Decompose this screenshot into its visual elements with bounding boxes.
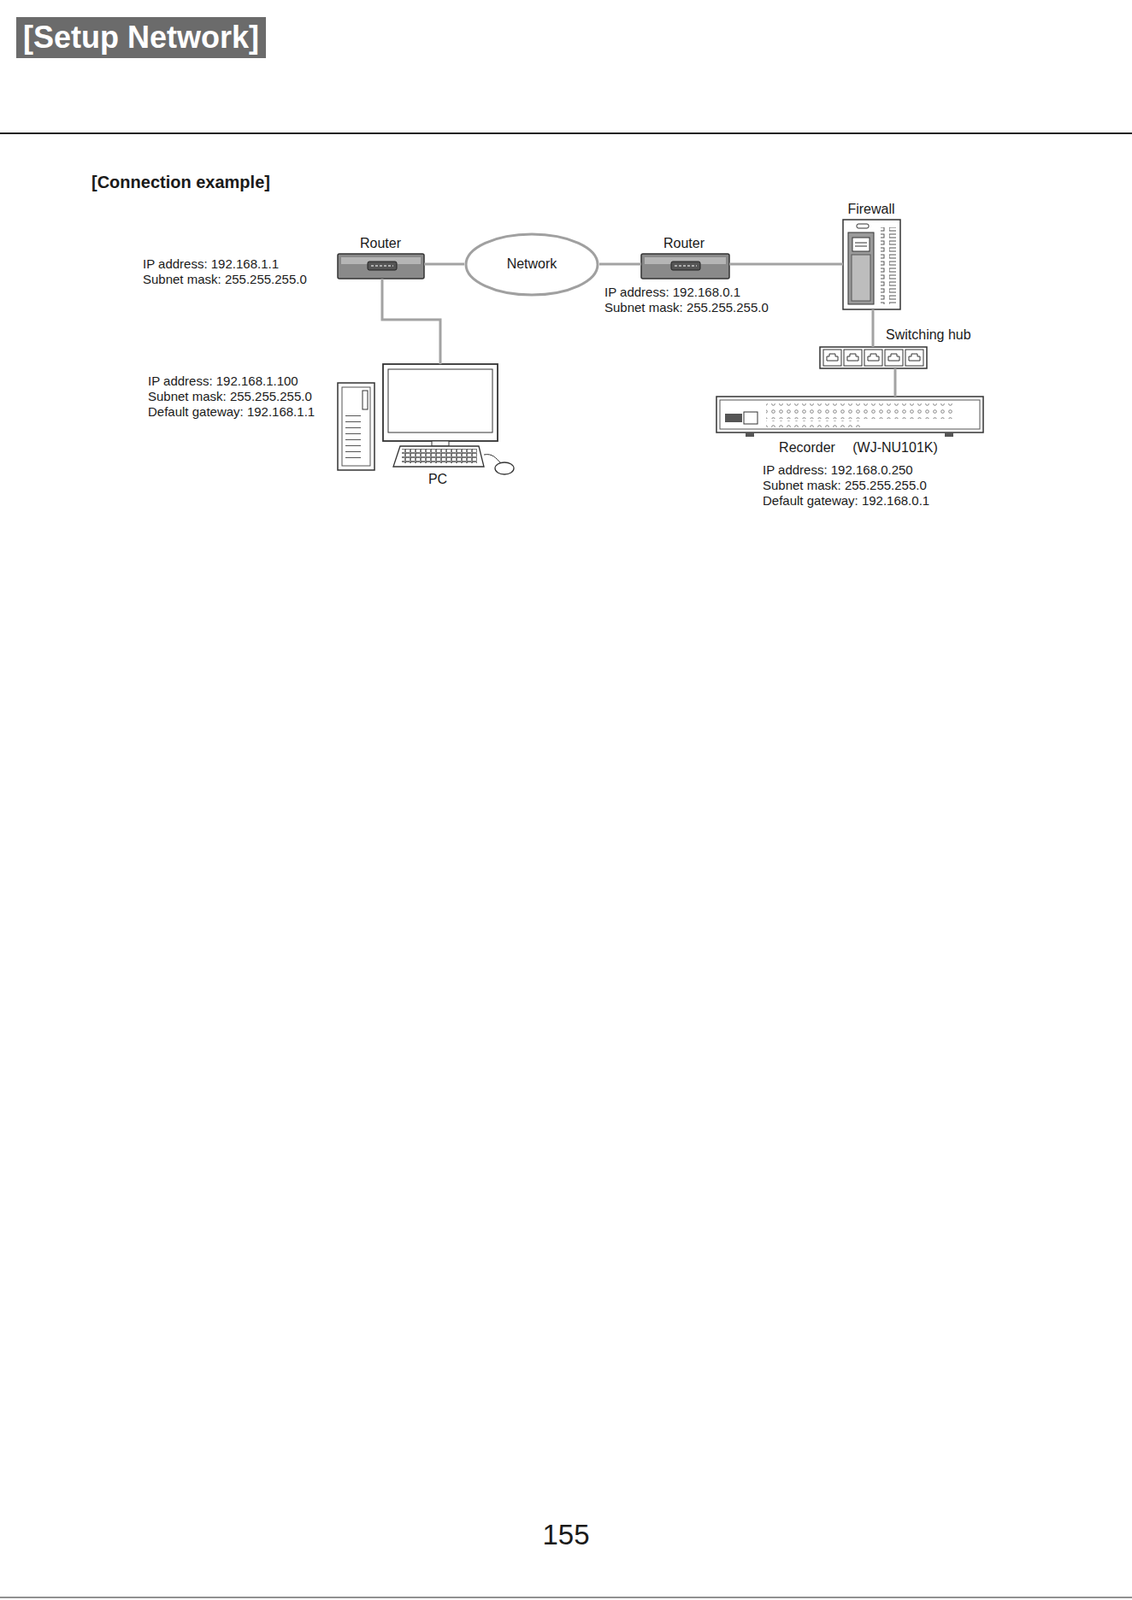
network-device: Firewall <box>843 219 901 310</box>
header-rule <box>0 132 1132 135</box>
recorder-icon <box>716 396 984 437</box>
address-note: IP address: 192.168.1.1 <box>142 256 279 272</box>
device-label: Router <box>359 235 401 252</box>
network-device: PC <box>337 364 513 475</box>
address-note: IP address: 192.168.1.100 <box>147 373 299 390</box>
device-label: PC <box>428 471 448 488</box>
pc-icon <box>337 364 514 475</box>
network-cable <box>729 263 844 266</box>
network-cable <box>599 263 642 266</box>
device-label: Recorder <box>778 440 836 456</box>
address-note: Subnet mask: 255.255.255.0 <box>142 271 307 288</box>
footer-rule <box>0 1597 1132 1599</box>
address-note: Subnet mask: 255.255.255.0 <box>762 477 927 494</box>
firewall-icon <box>843 219 901 310</box>
address-note: IP address: 192.168.0.1 <box>604 284 741 301</box>
address-note: IP address: 192.168.0.250 <box>762 462 914 478</box>
network-device: Recorder(WJ-NU101K) <box>716 396 984 433</box>
device-label: Switching hub <box>885 327 972 343</box>
router-icon <box>641 253 730 279</box>
network-device: Network <box>464 232 600 297</box>
address-note: Subnet mask: 255.255.255.0 <box>147 389 313 405</box>
page-title: [Setup Network] <box>16 17 266 59</box>
switching-hub-icon <box>819 347 927 369</box>
address-note: Subnet mask: 255.255.255.0 <box>604 300 769 316</box>
network-device: Router <box>641 253 730 279</box>
network-device: Switching hub <box>819 347 927 369</box>
address-note: Default gateway: 192.168.1.1 <box>147 404 315 420</box>
device-label: (WJ-NU101K) <box>852 440 938 456</box>
address-note: Default gateway: 192.168.0.1 <box>762 493 930 509</box>
page-number: 155 <box>542 1518 590 1553</box>
device-label: Firewall <box>847 201 895 218</box>
device-label: Network <box>507 256 558 272</box>
device-label: Router <box>663 235 705 252</box>
network-cable <box>382 278 441 365</box>
network-device: Router <box>337 253 425 279</box>
section-heading: [Connection example] <box>91 171 271 193</box>
network-cable <box>424 263 465 266</box>
network-cable <box>872 309 875 348</box>
network-cable <box>894 368 897 397</box>
router-icon <box>337 253 425 279</box>
